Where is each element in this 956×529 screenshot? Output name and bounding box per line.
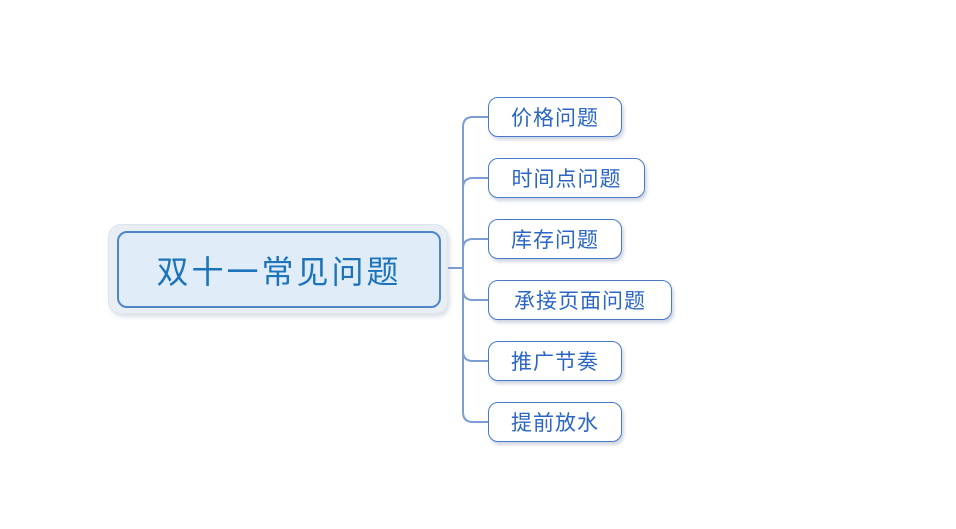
connector-to-child-2 [462, 177, 489, 269]
child-node-label: 提前放水 [511, 411, 599, 435]
child-node-label: 库存问题 [511, 228, 599, 252]
child-node-timing[interactable]: 时间点问题 [488, 158, 645, 198]
child-node-landing-page[interactable]: 承接页面问题 [488, 280, 672, 320]
child-node-label: 价格问题 [511, 106, 599, 130]
connector-to-child-6 [462, 267, 489, 423]
child-node-label: 推广节奏 [511, 350, 599, 374]
root-node[interactable]: 双十一常见问题 [117, 231, 441, 308]
child-node-label: 时间点问题 [511, 167, 622, 191]
child-node-price[interactable]: 价格问题 [488, 97, 622, 137]
child-node-inventory[interactable]: 库存问题 [488, 219, 622, 259]
child-node-promotion-rhythm[interactable]: 推广节奏 [488, 341, 622, 381]
root-node-label: 双十一常见问题 [156, 252, 402, 291]
connector-to-child-1 [462, 116, 489, 269]
connector-to-child-4 [462, 267, 489, 301]
child-node-early-release[interactable]: 提前放水 [488, 402, 622, 442]
connector-to-child-3 [462, 238, 489, 269]
connector-to-child-5 [462, 267, 489, 362]
child-node-label: 承接页面问题 [514, 289, 646, 313]
